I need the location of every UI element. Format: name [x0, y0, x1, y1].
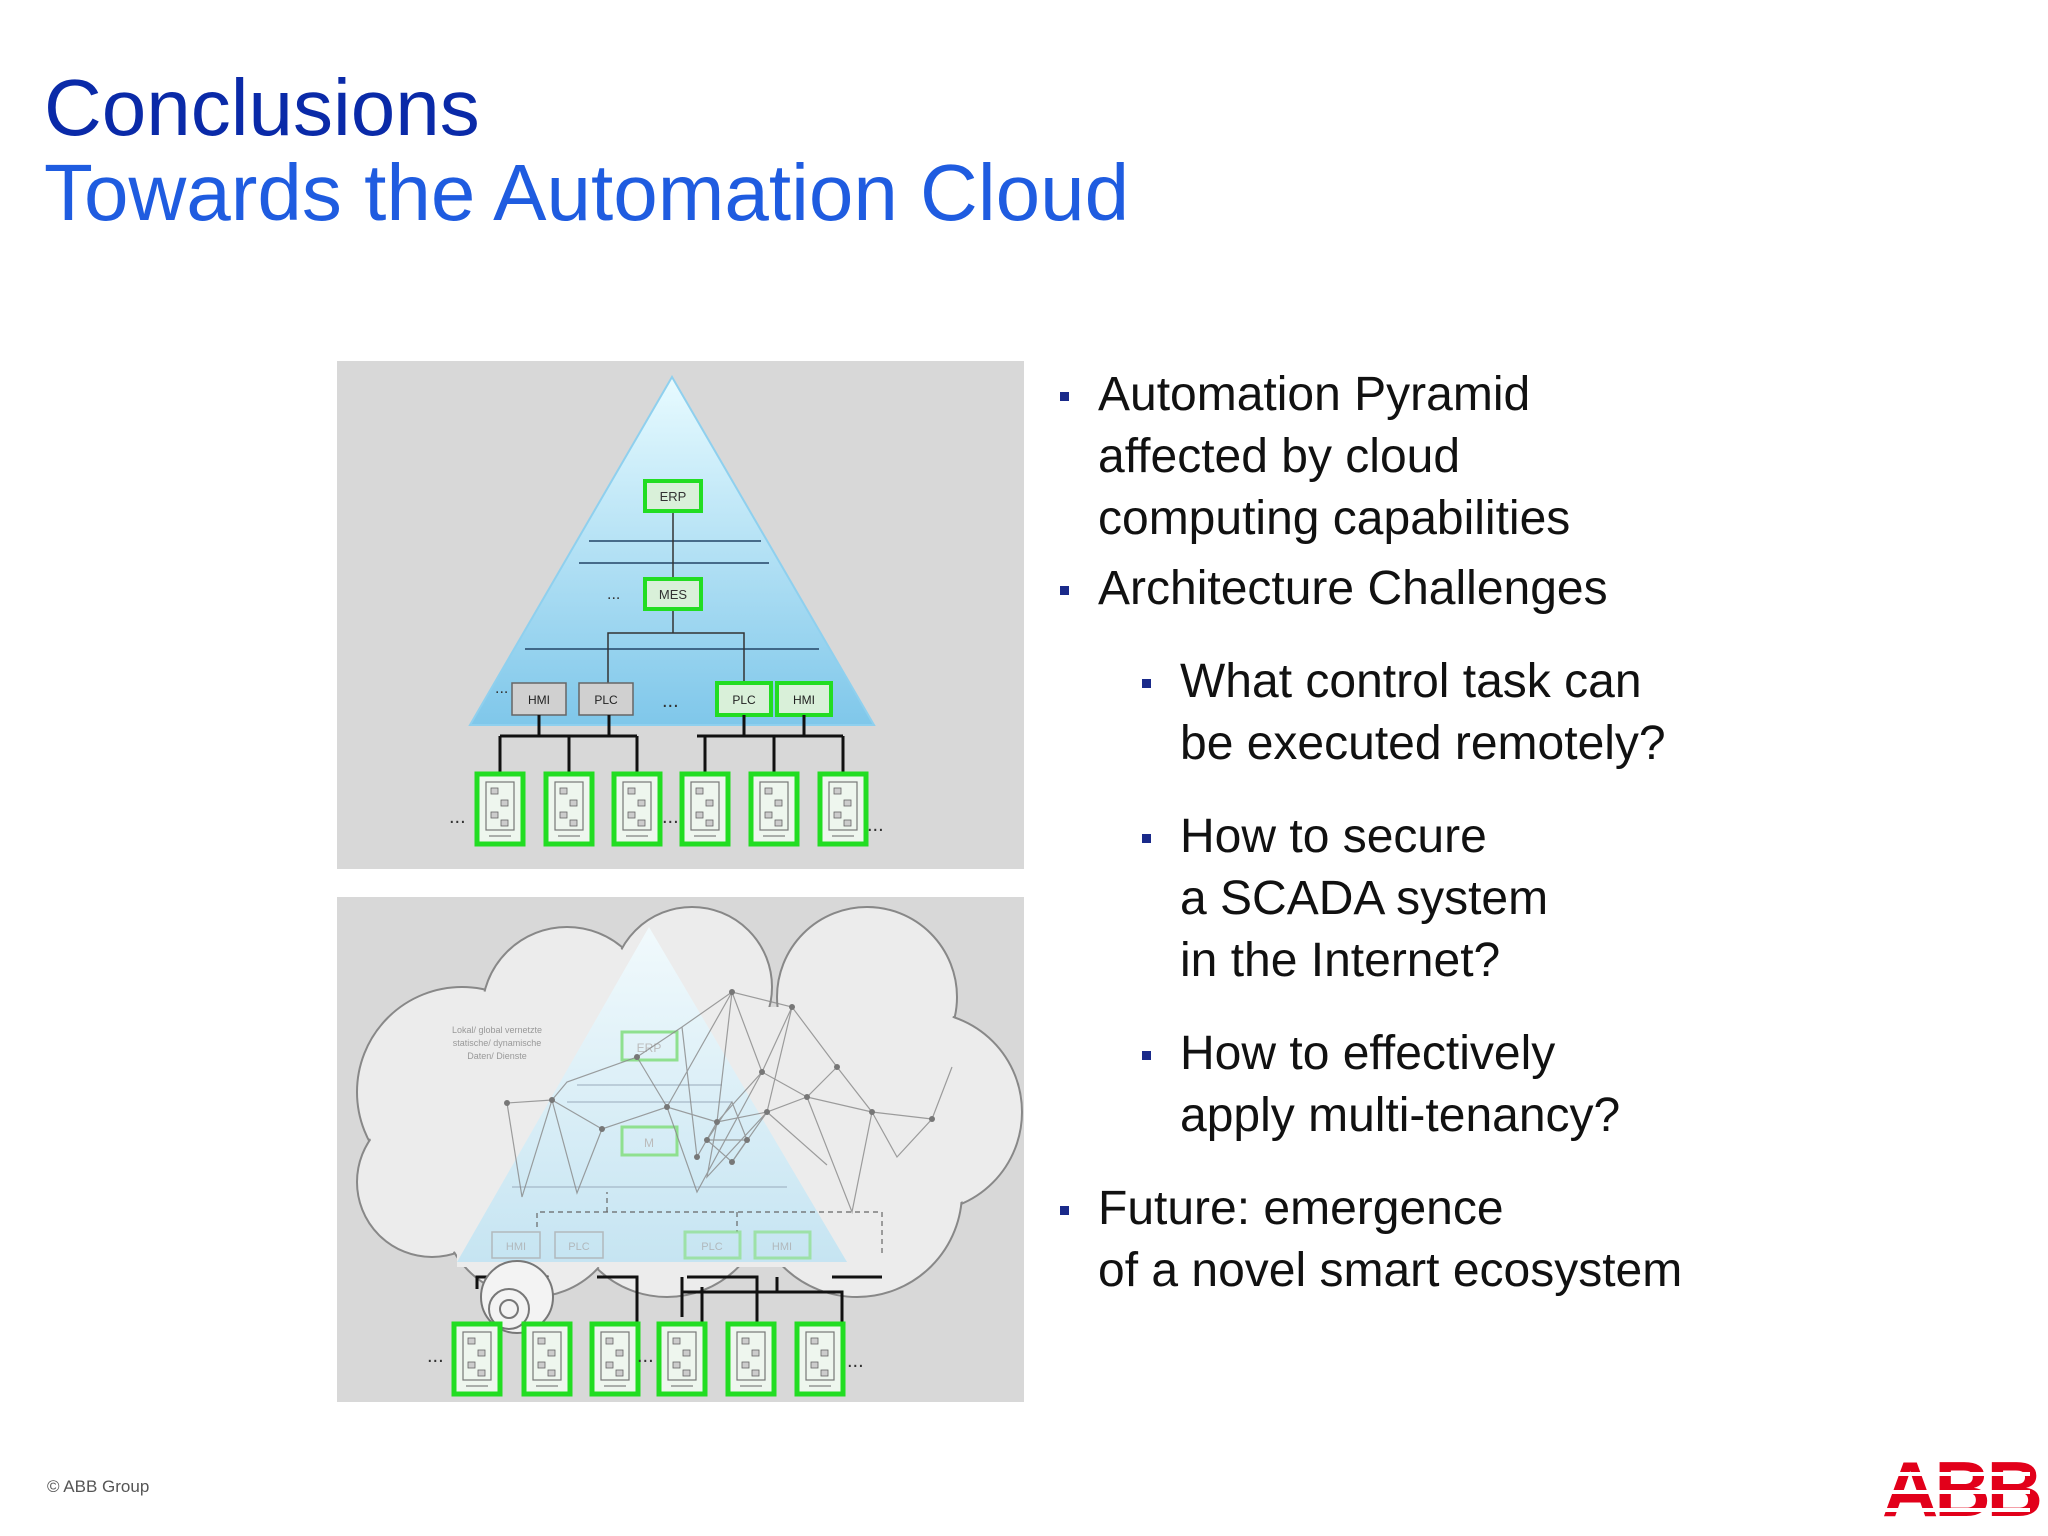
logo-stripe [1880, 1490, 2030, 1494]
field-device [474, 771, 526, 847]
automation-cloud-svg: ERP M Lokal/ glob [356, 906, 1023, 1397]
faded-hmi [491, 1231, 541, 1259]
field-device [611, 771, 663, 847]
bullet-future-ecosystem: Future: emergence of a novel smart ecosy… [1060, 1178, 2020, 1302]
svg-text:PLC: PLC [732, 693, 756, 707]
bullet-list: Automation Pyramid affected by cloud com… [1060, 364, 2020, 1302]
field-device [725, 1321, 777, 1397]
field-device [794, 1321, 846, 1397]
faded-erp-box [620, 1030, 679, 1062]
sub-bullet-multi-tenancy: How to effectively apply multi-tenancy? [1142, 1023, 2020, 1147]
svg-text:HMI: HMI [793, 693, 815, 707]
svg-text:...: ... [495, 680, 508, 697]
network-nodes [504, 989, 935, 1165]
cloud-note-line-3: Daten/ Dienste [467, 1051, 527, 1061]
faded-mes-box [620, 1125, 679, 1157]
bullet-marker [1142, 679, 1151, 688]
slide-subtitle: Towards the Automation Cloud [44, 148, 1130, 237]
mes-label: MES [659, 587, 688, 602]
svg-text:HMI: HMI [528, 693, 550, 707]
cloud-note-line-1: Lokal/ global vernetzte [452, 1025, 542, 1035]
automation-cloud-diagram: ERP M Lokal/ glob [337, 897, 1024, 1402]
automation-pyramid-diagram: ERP MES ... HMI PLC PLC HMI ... ... [337, 361, 1024, 869]
erp-box: ERP [643, 479, 703, 513]
faded-hmi-highlighted [753, 1230, 812, 1260]
field-devices [474, 771, 869, 847]
erp-label: ERP [660, 489, 687, 504]
sub-bullet-control-task: What control task can be executed remote… [1142, 651, 2020, 775]
field-device [679, 771, 731, 847]
logo-stripe [1880, 1472, 2030, 1476]
mes-box: MES [643, 577, 703, 611]
field-devices-bottom [451, 1321, 846, 1397]
svg-text:...: ... [427, 1345, 444, 1367]
svg-text:PLC: PLC [568, 1241, 589, 1253]
field-device [817, 771, 869, 847]
controller-plc: PLC [578, 682, 634, 716]
bullet-marker [1060, 392, 1069, 401]
copyright-footer: © ABB Group [47, 1477, 150, 1496]
bullet-marker [1142, 1051, 1151, 1060]
faded-plc [554, 1231, 604, 1259]
faded-plc-highlighted [683, 1230, 742, 1260]
automation-pyramid-svg: ERP MES ... HMI PLC PLC HMI ... ... [449, 375, 884, 847]
svg-text:...: ... [637, 1345, 654, 1367]
svg-text:...: ... [449, 806, 466, 828]
controller-plc-highlighted: PLC [715, 681, 773, 717]
abb-logo: ABB [1882, 1450, 2043, 1528]
sub-bullet-secure-scada: How to secure a SCADA system in the Inte… [1142, 806, 2020, 992]
pyramid-shape [468, 375, 876, 726]
field-device [748, 771, 800, 847]
bullet-marker [1142, 834, 1151, 843]
svg-text:M: M [644, 1136, 654, 1150]
bullet-automation-pyramid: Automation Pyramid affected by cloud com… [1060, 364, 2020, 550]
cloud-note-line-2: statische/ dynamische [453, 1038, 542, 1048]
faded-pyramid [457, 927, 847, 1262]
bullet-marker [1060, 1206, 1069, 1215]
svg-text:...: ... [847, 1350, 864, 1372]
bullet-architecture-challenges: Architecture Challenges [1060, 558, 2020, 620]
svg-text:PLC: PLC [594, 693, 618, 707]
gateway-icon [480, 1260, 554, 1334]
field-device [451, 1321, 503, 1397]
field-device [589, 1321, 641, 1397]
controller-hmi: HMI [511, 682, 567, 716]
svg-text:HMI: HMI [506, 1241, 526, 1253]
ellipsis: ... [607, 586, 620, 603]
slide-title: Conclusions [44, 63, 480, 152]
logo-stripe [1880, 1508, 2030, 1512]
svg-text:PLC: PLC [701, 1241, 722, 1253]
field-device [543, 771, 595, 847]
controller-hmi-highlighted: HMI [775, 681, 833, 717]
abb-logo-text: ABB [1882, 1445, 2043, 1533]
field-device [656, 1321, 708, 1397]
svg-text:...: ... [867, 814, 884, 836]
svg-text:...: ... [662, 690, 679, 712]
svg-text:HMI: HMI [772, 1241, 792, 1253]
bullet-marker [1060, 586, 1069, 595]
field-device [521, 1321, 573, 1397]
svg-text:...: ... [662, 806, 679, 828]
